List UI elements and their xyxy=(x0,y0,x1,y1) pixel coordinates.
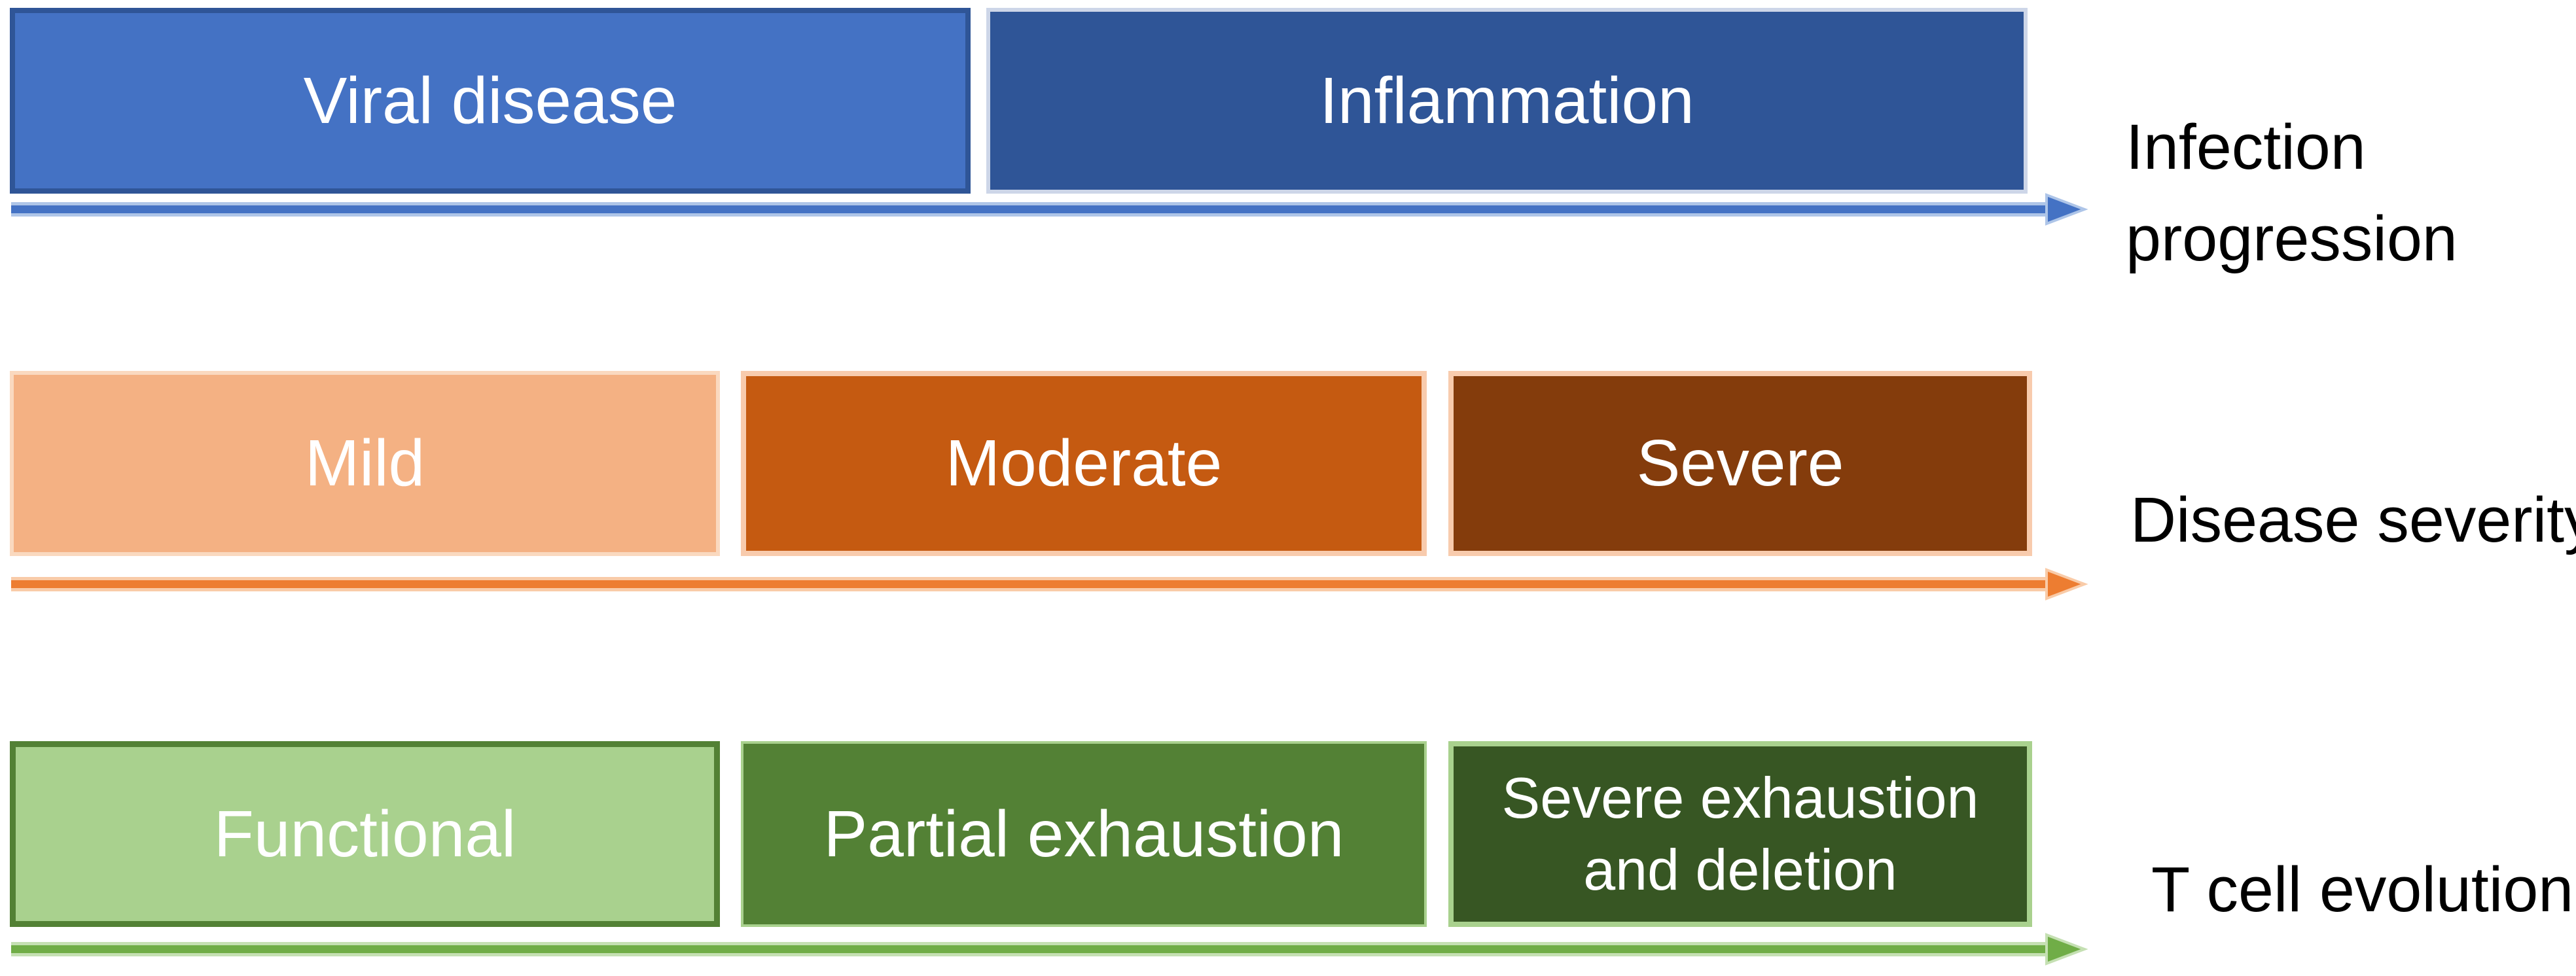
axis-label-infection-progression: Infection progression xyxy=(2126,111,2458,274)
axis-label-disease-severity: Disease severity xyxy=(2130,484,2576,555)
box-severe-exhaustion-and-deletion: Severe exhaustion and deletion xyxy=(1448,741,2032,927)
t-cell-evolution-arrow xyxy=(11,933,2088,966)
disease-severity-arrow xyxy=(11,568,2088,601)
box-functional: Functional xyxy=(10,741,720,927)
axis-label-t-cell-evolution: T cell evolution xyxy=(2151,854,2574,925)
box-moderate: Moderate xyxy=(741,371,1427,556)
box-severe: Severe xyxy=(1448,371,2032,556)
arrow-head xyxy=(2045,193,2088,226)
box-partial-exhaustion: Partial exhaustion xyxy=(741,741,1427,927)
infection-progression-arrow xyxy=(11,193,2088,226)
box-mild: Mild xyxy=(10,371,720,556)
arrow-head xyxy=(2045,568,2088,601)
arrow-head xyxy=(2045,933,2088,966)
box-inflammation: Inflammation xyxy=(986,8,2028,194)
box-viral-disease: Viral disease xyxy=(10,8,971,194)
